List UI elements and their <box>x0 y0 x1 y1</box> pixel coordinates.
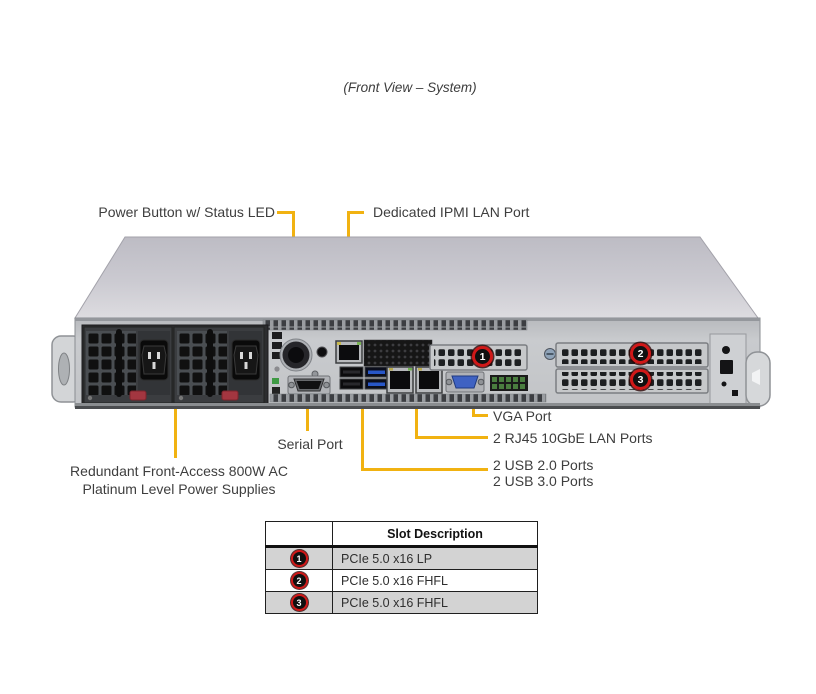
lan-port-1 <box>386 366 414 394</box>
psu1-ac-inlet <box>141 345 167 375</box>
power-supply-1 <box>83 326 173 404</box>
callout-ipmi-lan-port: Dedicated IPMI LAN Port <box>373 204 530 220</box>
lid-lip-shadow <box>75 318 760 321</box>
callout-power-button: Power Button w/ Status LED <box>98 204 275 220</box>
serial-port <box>287 375 331 395</box>
vga-port <box>445 371 485 393</box>
callout-psu-line1: Redundant Front-Access 800W AC <box>70 463 288 479</box>
lan-port-2 <box>415 366 443 394</box>
chassis-marker-slot2: 2 <box>630 343 651 364</box>
table-cell-description: PCIe 5.0 x16 LP <box>332 546 538 570</box>
psu2-release-latch <box>221 390 239 401</box>
status-led <box>272 378 279 384</box>
line-rj45-v <box>415 399 418 439</box>
chassis-bottom-shadow <box>75 406 760 409</box>
table-marker-2: 2 <box>290 572 308 589</box>
power-button <box>279 338 313 372</box>
right-rack-ear <box>745 351 771 407</box>
line-usb-h <box>361 468 488 471</box>
table-cell-description: PCIe 5.0 x16 FHFL <box>332 591 538 614</box>
table-header-slot-description: Slot Description <box>332 521 538 548</box>
callout-usb-ports: 2 USB 2.0 Ports 2 USB 3.0 Ports <box>493 457 593 489</box>
slot-description-table: Slot Description 1 PCIe 5.0 x16 LP 2 PCI… <box>265 521 538 614</box>
ipmi-lan-port <box>335 340 363 364</box>
green-led-block <box>490 375 528 391</box>
psu1-release-latch <box>129 390 147 401</box>
lid-vent-strip <box>262 319 528 331</box>
table-header-row: Slot Description <box>265 521 538 548</box>
callout-serial-port: Serial Port <box>277 436 343 452</box>
psu2-ac-inlet <box>233 345 259 375</box>
face-vent-strip <box>269 393 547 403</box>
table-header-empty <box>265 521 333 548</box>
callout-rj45-lan-ports: 2 RJ45 10GbE LAN Ports <box>493 430 653 446</box>
chassis-marker-slot3: 3 <box>630 369 651 390</box>
table-row: 3 PCIe 5.0 x16 FHFL <box>265 591 538 614</box>
honeycomb-vent <box>363 339 433 367</box>
line-usb-v <box>361 399 364 471</box>
line-power-button-h <box>277 211 295 214</box>
server-chassis-illustration <box>51 236 771 409</box>
table-marker-3: 3 <box>290 594 308 611</box>
io-misc-vents <box>272 332 282 394</box>
callout-vga-port: VGA Port <box>493 408 552 424</box>
line-vga-h <box>472 414 488 417</box>
table-row: 2 PCIe 5.0 x16 FHFL <box>265 569 538 592</box>
chassis-bottom-edge <box>75 403 760 407</box>
table-row: 1 PCIe 5.0 x16 LP <box>265 546 538 570</box>
callout-usb2: 2 USB 2.0 Ports <box>493 457 594 473</box>
line-rj45-h <box>415 436 488 439</box>
line-ipmi-h <box>347 211 364 214</box>
left-ear-handle-slot <box>58 352 70 386</box>
power-supply-2 <box>173 326 265 404</box>
chassis-marker-slot1: 1 <box>472 346 493 367</box>
psu2-handle <box>207 329 213 397</box>
line-serial-v <box>306 403 309 431</box>
uid-button <box>316 346 328 358</box>
figure-title: (Front View – System) <box>343 80 477 95</box>
callout-psu-line2: Platinum Level Power Supplies <box>82 480 276 497</box>
table-marker-1: 1 <box>290 550 308 567</box>
usb2-ports <box>339 366 364 390</box>
psu1-handle <box>116 329 122 397</box>
line-psu-v <box>174 404 177 458</box>
chassis-top-surface <box>74 236 759 319</box>
right-control-panel <box>709 333 747 405</box>
callout-usb3: 2 USB 3.0 Ports <box>493 473 594 489</box>
table-cell-description: PCIe 5.0 x16 FHFL <box>332 569 538 592</box>
callout-power-supplies: Redundant Front-Access 800W AC Platinum … <box>48 463 310 498</box>
